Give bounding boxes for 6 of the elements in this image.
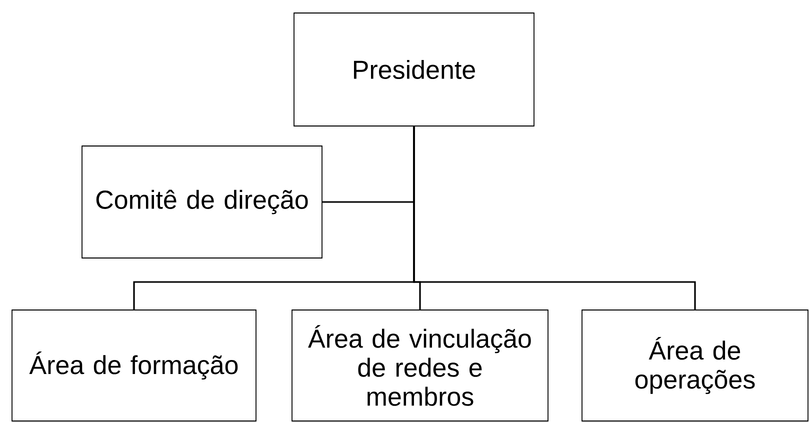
org-box: Área de vinculação de redes e membros: [292, 310, 548, 422]
org-box: Área de operações: [582, 310, 808, 422]
org-box: Comitê de direção: [82, 146, 322, 258]
org-box: Área de formação: [12, 310, 256, 422]
org-box: Presidente: [294, 12, 534, 126]
connector-line: [413, 126, 696, 310]
